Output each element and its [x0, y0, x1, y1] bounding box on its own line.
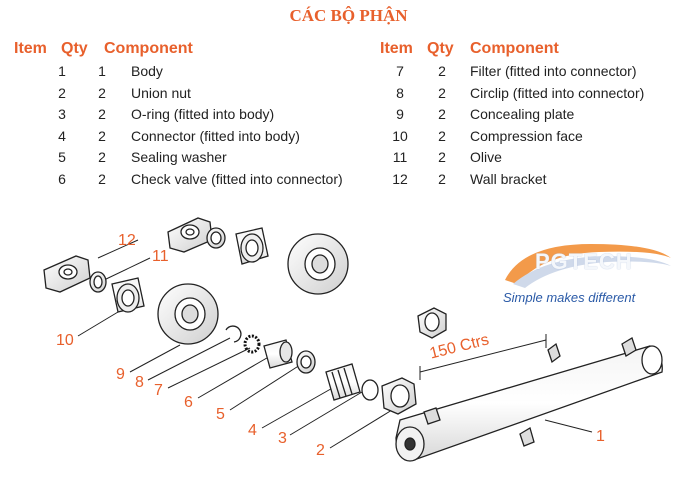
- component-name: Filter (fitted into connector): [470, 63, 637, 79]
- callout-2: 2: [316, 442, 325, 459]
- component-name: Sealing washer: [131, 149, 227, 165]
- leader-3: [289, 391, 363, 436]
- dimension-line: [419, 339, 547, 373]
- component-name: Connector (fitted into body): [131, 128, 300, 144]
- item-number: 9: [396, 106, 404, 122]
- leader-6: [197, 354, 273, 399]
- item-number: 2: [58, 85, 66, 101]
- upper-compression-10: [235, 227, 269, 265]
- header-item: Item: [14, 40, 47, 57]
- header-qty: Qty: [427, 40, 454, 57]
- logo-brand: PGTECH: [535, 249, 633, 274]
- filter-7: [243, 334, 261, 354]
- valve-body-1: [395, 337, 663, 462]
- component-name: Check valve (fitted into connector): [131, 171, 343, 187]
- qty: 2: [438, 63, 446, 79]
- callout-7: 7: [154, 382, 163, 399]
- upper-olive-11: [206, 227, 226, 249]
- upper-bracket-12: [167, 217, 213, 253]
- component-name: Compression face: [470, 128, 583, 144]
- item-number: 3: [58, 106, 66, 122]
- header-component: Component: [104, 40, 193, 57]
- callout-12: 12: [118, 232, 136, 249]
- callout-3: 3: [278, 430, 287, 447]
- logo-swoosh-icon: [505, 244, 671, 288]
- component-name: Concealing plate: [470, 106, 575, 122]
- leader-12: [97, 239, 139, 259]
- circlip-8: [225, 325, 242, 343]
- qty: 2: [98, 85, 106, 101]
- o-ring-3: [361, 379, 379, 401]
- logo-tagline: Simple makes different: [503, 290, 636, 305]
- callout-6: 6: [184, 394, 193, 411]
- item-number: 1: [58, 63, 66, 79]
- callout-4: 4: [248, 422, 257, 439]
- callout-11: 11: [152, 248, 169, 265]
- qty: 2: [98, 106, 106, 122]
- pgtech-logo: PGTECH Simple makes different: [503, 240, 673, 310]
- sealing-washer-5: [296, 350, 316, 374]
- item-number: 4: [58, 128, 66, 144]
- parts-table-right: Item Qty Component 7 2 Filter (fitted in…: [380, 40, 690, 190]
- leader-7: [167, 347, 251, 389]
- leader-5: [229, 364, 301, 411]
- item-number: 5: [58, 149, 66, 165]
- callout-1: 1: [596, 428, 605, 445]
- component-name: Olive: [470, 149, 502, 165]
- header-item: Item: [380, 40, 413, 57]
- page-title: CÁC BỘ PHẬN: [289, 6, 408, 25]
- concealing-plate-9: [157, 283, 219, 345]
- qty: 2: [438, 149, 446, 165]
- item-number: 7: [396, 63, 404, 79]
- item-number: 10: [392, 128, 408, 144]
- compression-face-10: [111, 277, 145, 313]
- leader-11: [103, 257, 151, 281]
- upper-plate-9: [287, 233, 349, 295]
- component-name: Circlip (fitted into connector): [470, 85, 645, 101]
- leader-8: [147, 337, 231, 381]
- header-qty: Qty: [61, 40, 88, 57]
- component-name: Union nut: [131, 85, 191, 101]
- leader-9: [129, 344, 181, 373]
- bracket-12: [43, 255, 91, 293]
- callout-10: 10: [56, 332, 74, 349]
- qty: 2: [438, 171, 446, 187]
- item-number: 8: [396, 85, 404, 101]
- check-valve-6: [263, 339, 293, 369]
- union-nut-upper: [417, 307, 447, 339]
- callout-9: 9: [116, 366, 125, 383]
- parts-table-left: Item Qty Component 1 1 Body 2 2 Union nu…: [14, 40, 374, 190]
- component-name: Wall bracket: [470, 171, 547, 187]
- leader-10: [77, 311, 119, 337]
- qty: 2: [438, 85, 446, 101]
- olive-11: [89, 271, 107, 293]
- qty: 1: [98, 63, 106, 79]
- leader-1: [544, 419, 593, 433]
- callout-8: 8: [135, 374, 144, 391]
- qty: 2: [98, 149, 106, 165]
- leader-4: [261, 385, 337, 429]
- callout-5: 5: [216, 406, 225, 423]
- connector-4: [325, 363, 361, 401]
- item-number: 6: [58, 171, 66, 187]
- union-nut-2: [381, 377, 417, 415]
- header-component: Component: [470, 40, 559, 57]
- qty: 2: [438, 128, 446, 144]
- item-number: 11: [392, 149, 408, 165]
- qty: 2: [98, 128, 106, 144]
- component-name: Body: [131, 63, 163, 79]
- qty: 2: [98, 171, 106, 187]
- item-number: 12: [392, 171, 408, 187]
- leader-2: [329, 409, 393, 449]
- qty: 2: [438, 106, 446, 122]
- component-name: O-ring (fitted into body): [131, 106, 275, 122]
